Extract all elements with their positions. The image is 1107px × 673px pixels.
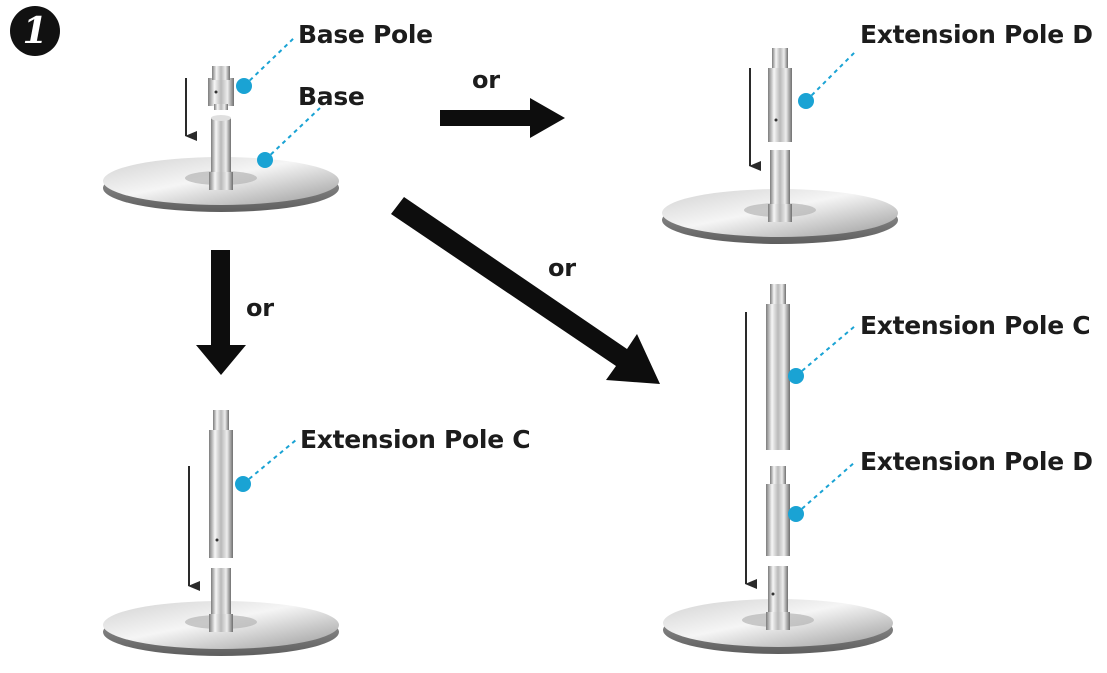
base-assembly-top-left <box>103 66 339 212</box>
assembly-top-right <box>662 48 898 244</box>
label-or-right: or <box>472 66 500 94</box>
label-extension-pole-d-top: Extension Pole D <box>860 20 1093 49</box>
base-pole <box>208 66 234 110</box>
arrow-right <box>440 98 565 138</box>
label-base-pole: Base Pole <box>298 20 433 49</box>
label-extension-pole-c-left: Extension Pole C <box>300 425 531 454</box>
arrow-down <box>196 250 246 375</box>
label-extension-pole-d-right: Extension Pole D <box>860 447 1093 476</box>
callout-extension-pole-c-left <box>235 439 297 492</box>
arrow-diagonal <box>391 197 660 384</box>
step-number-badge: 1 <box>10 6 60 56</box>
assembly-bottom-right <box>663 284 893 654</box>
callout-base <box>257 107 321 168</box>
callout-extension-pole-c-right <box>788 325 856 384</box>
callout-extension-pole-d-top <box>798 50 857 109</box>
label-or-down: or <box>246 294 274 322</box>
base-stub <box>209 115 233 190</box>
label-or-diagonal: or <box>548 254 576 282</box>
label-base: Base <box>298 82 365 111</box>
assembly-bottom-left <box>103 410 339 656</box>
callout-extension-pole-d-right <box>788 461 856 522</box>
callout-base-pole <box>236 37 295 94</box>
label-extension-pole-c-right: Extension Pole C <box>860 311 1091 340</box>
